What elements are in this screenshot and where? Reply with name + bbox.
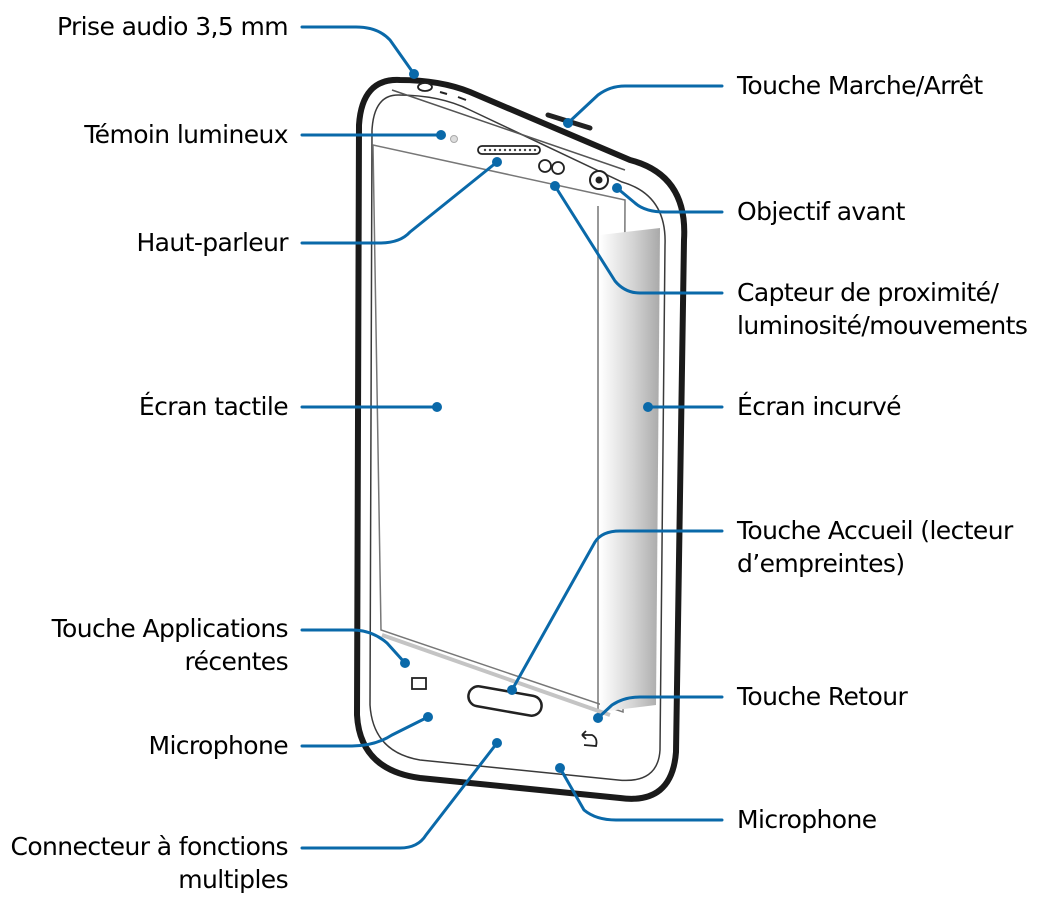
speaker-grille (477, 145, 541, 155)
sensor-right (551, 161, 565, 175)
audio-jack-hole (417, 82, 433, 92)
home-key-shape (467, 685, 543, 717)
label-multipurpose-line2: multiples (178, 865, 288, 894)
label-microphone-bottom: Microphone (737, 805, 877, 834)
phone-illustration (354, 76, 688, 802)
label-recent-apps-line2: récentes (184, 647, 289, 676)
screen-bottom-shade (381, 633, 611, 717)
label-sensors-line1: Capteur de proximité/ (737, 278, 999, 307)
callouts-left (300, 25, 502, 850)
led-indicator (450, 135, 458, 143)
sensor-left (538, 159, 552, 173)
screen-glass (372, 144, 626, 714)
label-audio-jack: Prise audio 3,5 mm (56, 12, 289, 41)
label-sensors-line2: luminosité/mouvements (737, 311, 1028, 340)
label-home-key-line1: Touche Accueil (lecteur (737, 516, 1013, 545)
front-camera-pupil (595, 176, 603, 184)
recent-apps-key-icon (411, 677, 427, 690)
back-key-icon (582, 734, 598, 747)
edge-screen-shading (600, 228, 660, 712)
label-home-key-line2: d’empreintes) (737, 549, 905, 578)
label-front-camera: Objectif avant (737, 197, 905, 226)
label-led-indicator: Témoin lumineux (84, 120, 288, 149)
label-multipurpose-line1: Connecteur à fonctions (10, 832, 289, 861)
label-back-key: Touche Retour (737, 682, 908, 711)
label-microphone-left: Microphone (148, 731, 288, 760)
callouts-right (507, 84, 724, 822)
label-speaker: Haut-parleur (136, 228, 288, 257)
label-multipurpose-jack: Connecteur à fonctions multiples (11, 830, 289, 896)
label-sensors: Capteur de proximité/ luminosité/mouveme… (737, 276, 1028, 342)
label-power-key: Touche Marche/Arrêt (737, 71, 983, 100)
label-recent-apps-key: Touche Applications récentes (51, 612, 289, 678)
label-edge-screen: Écran incurvé (737, 392, 902, 421)
top-antenna-marks (439, 91, 467, 101)
back-key-arrow (581, 730, 587, 740)
label-recent-apps-line1: Touche Applications (51, 614, 289, 643)
phone-inner-bezel (369, 94, 666, 782)
label-home-key: Touche Accueil (lecteur d’empreintes) (737, 514, 1013, 580)
top-edge-line (391, 89, 626, 171)
label-touchscreen: Écran tactile (138, 392, 289, 421)
